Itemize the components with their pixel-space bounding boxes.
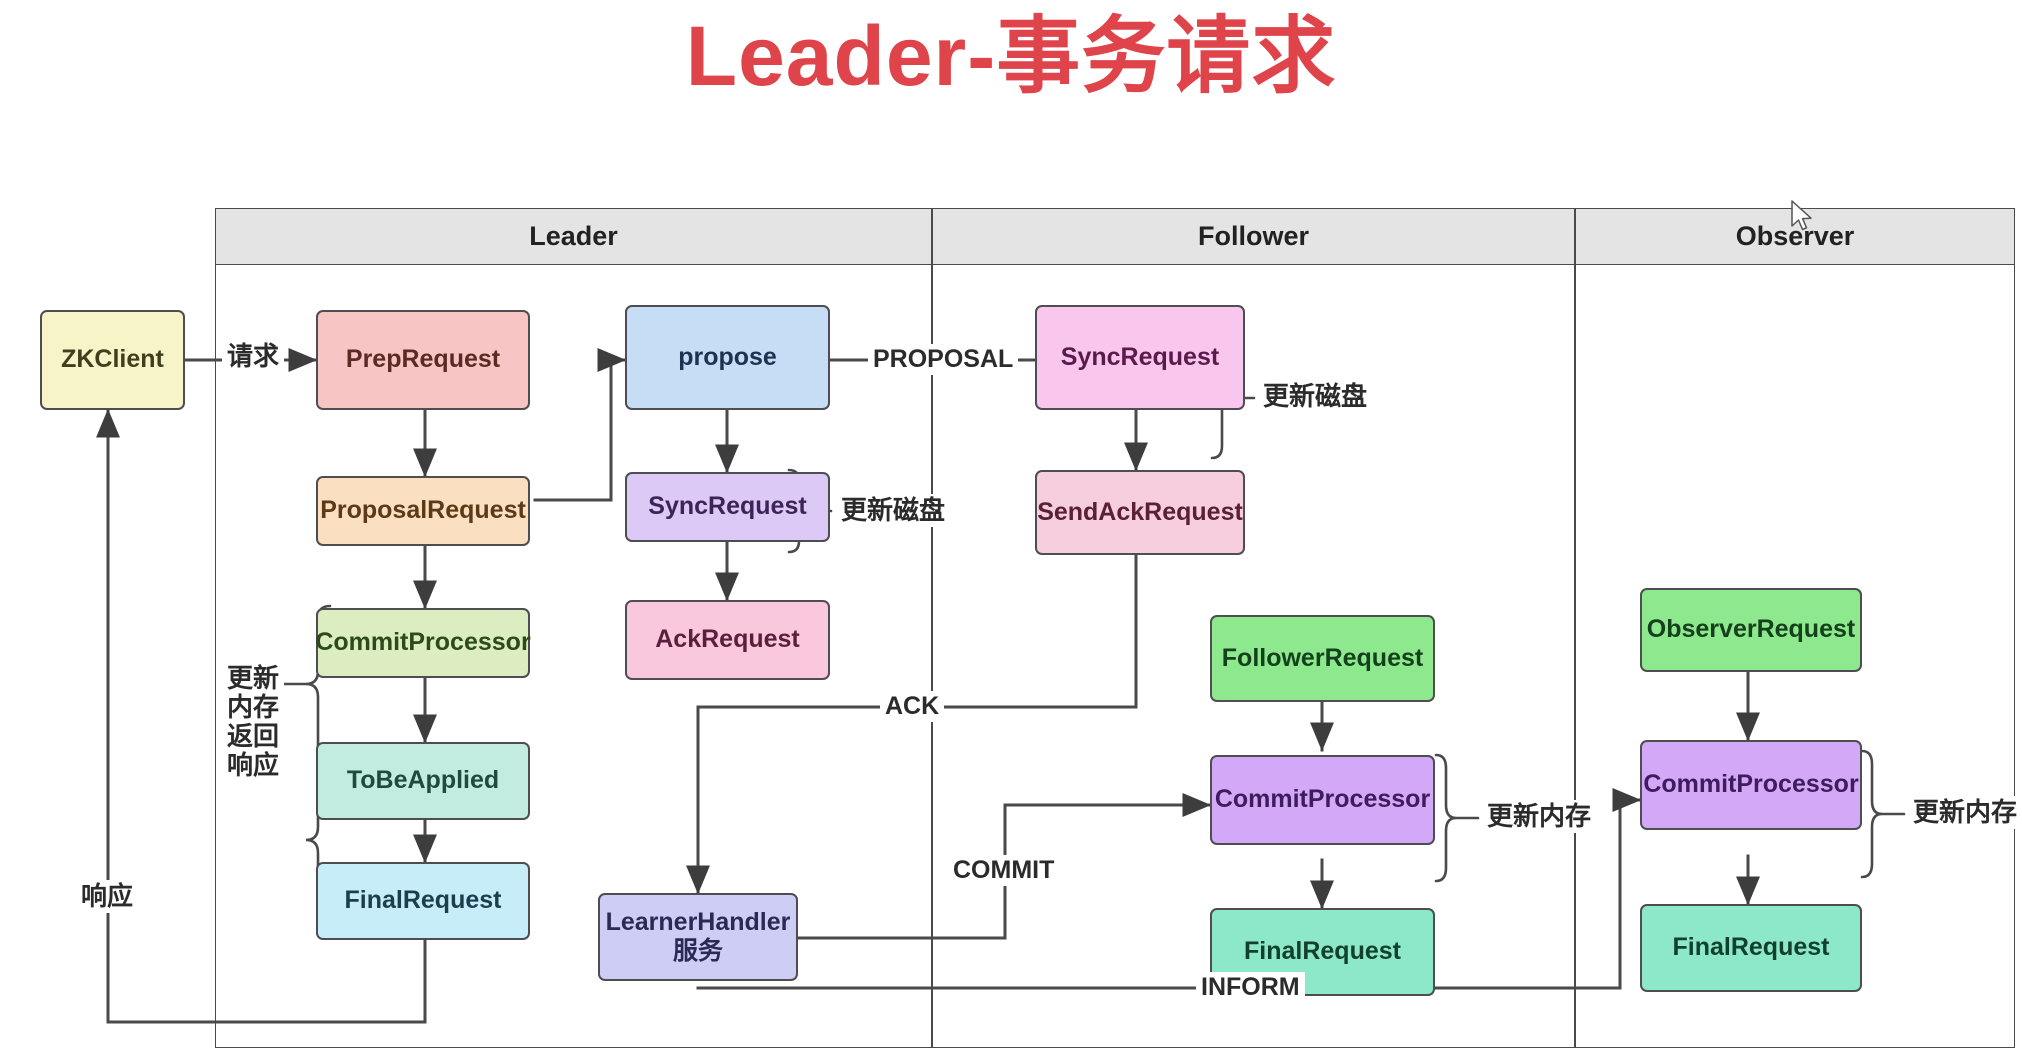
- node-observer-request-label: ObserverRequest: [1646, 615, 1856, 644]
- node-prep-request[interactable]: PrepRequest: [316, 310, 530, 410]
- node-learner-handler[interactable]: LearnerHandler 服务: [598, 893, 798, 981]
- edge-label-request: 请求: [222, 340, 285, 373]
- node-ack-request[interactable]: AckRequest: [625, 600, 830, 680]
- lane-body-leader: [215, 265, 932, 1048]
- node-prep-request-label: PrepRequest: [345, 345, 501, 374]
- page-title: Leader-事务请求: [685, 9, 1337, 103]
- lane-header-leader-label: Leader: [529, 221, 618, 251]
- node-commit-processor-leader[interactable]: CommitProcessor: [315, 608, 531, 678]
- node-observer-request[interactable]: ObserverRequest: [1640, 588, 1862, 672]
- node-final-request-leader-label: FinalRequest: [344, 886, 502, 915]
- node-sync-request-leader[interactable]: SyncRequest: [625, 472, 830, 542]
- node-propose[interactable]: propose: [625, 305, 830, 410]
- node-follower-request-label: FollowerRequest: [1221, 643, 1424, 672]
- edge-label-proposal: PROPOSAL: [868, 344, 1019, 376]
- node-sync-request-follower[interactable]: SyncRequest: [1035, 305, 1245, 410]
- node-final-request-leader[interactable]: FinalRequest: [316, 862, 530, 940]
- node-proposal-request-label: ProposalRequest: [320, 496, 526, 525]
- edge-label-update-memory-return-response: 更新 内存 返回 响应: [222, 663, 285, 781]
- node-final-request-follower-label: FinalRequest: [1244, 937, 1401, 966]
- node-send-ack-request-label: SendAckRequest: [1037, 497, 1243, 526]
- node-commit-processor-follower[interactable]: CommitProcessor: [1210, 755, 1435, 845]
- node-proposal-request[interactable]: ProposalRequest: [316, 476, 530, 546]
- node-ack-request-label: AckRequest: [655, 625, 800, 654]
- node-propose-label: propose: [678, 342, 777, 371]
- lane-header-leader: Leader: [215, 208, 932, 265]
- edge-label-ack: ACK: [880, 691, 945, 723]
- node-zkclient[interactable]: ZKClient: [40, 310, 185, 410]
- lane-header-follower: Follower: [932, 208, 1575, 265]
- edge-label-update-memory-follower: 更新内存: [1482, 800, 1597, 833]
- edge-label-commit: COMMIT: [948, 855, 1060, 887]
- edge-label-inform: INFORM: [1196, 972, 1305, 1004]
- node-sync-request-leader-label: SyncRequest: [648, 492, 807, 521]
- edge-label-update-memory-observer: 更新内存: [1908, 796, 2022, 829]
- node-commit-processor-observer-label: CommitProcessor: [1643, 770, 1859, 799]
- node-commit-processor-leader-label: CommitProcessor: [315, 628, 531, 657]
- node-sync-request-follower-label: SyncRequest: [1060, 342, 1220, 371]
- node-send-ack-request[interactable]: SendAckRequest: [1035, 470, 1245, 555]
- lane-body-observer: [1575, 265, 2015, 1048]
- node-to-be-applied-label: ToBeApplied: [346, 766, 500, 795]
- edge-label-update-disk-leader: 更新磁盘: [836, 494, 951, 527]
- node-commit-processor-observer[interactable]: CommitProcessor: [1640, 740, 1862, 830]
- node-zkclient-label: ZKClient: [61, 345, 164, 374]
- lane-body-follower: [932, 265, 1575, 1048]
- edge-label-response: 响应: [76, 880, 139, 913]
- node-to-be-applied[interactable]: ToBeApplied: [316, 742, 530, 820]
- node-follower-request[interactable]: FollowerRequest: [1210, 615, 1435, 702]
- edge-label-update-disk-follower: 更新磁盘: [1258, 380, 1373, 413]
- node-learner-handler-label: LearnerHandler 服务: [605, 907, 791, 966]
- node-final-request-observer-label: FinalRequest: [1672, 933, 1830, 962]
- lane-header-follower-label: Follower: [1197, 221, 1309, 251]
- node-final-request-observer[interactable]: FinalRequest: [1640, 904, 1862, 992]
- node-commit-processor-follower-label: CommitProcessor: [1214, 785, 1431, 814]
